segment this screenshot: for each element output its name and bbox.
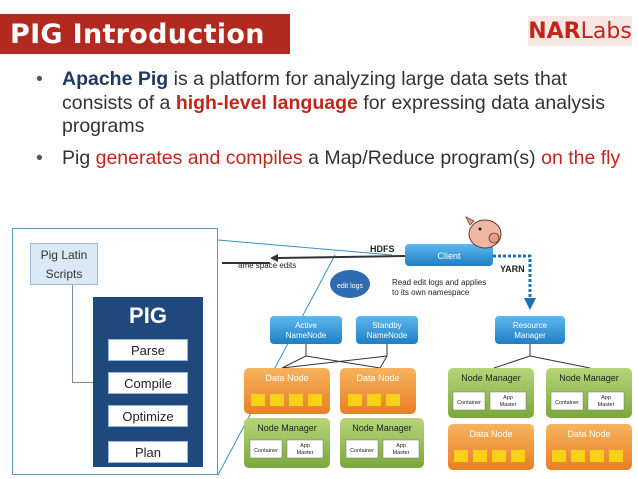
bullet-text: generates and compiles	[95, 146, 303, 169]
resource-manager-label: Manager	[514, 331, 546, 340]
link-line	[217, 239, 393, 256]
edit-logs-label: edit logs	[337, 283, 364, 290]
data-node-label: Data Node	[356, 373, 399, 383]
step-compile: Compile	[108, 372, 188, 394]
app-master-box	[587, 391, 625, 411]
bullet-text: a Map/Reduce program(s)	[302, 146, 542, 169]
pig-latin-label: Pig Latin	[40, 248, 88, 262]
block-icon	[289, 394, 303, 406]
block-icon	[386, 394, 400, 406]
block-icon	[367, 394, 381, 406]
bullet-item: Apache Pig is a platform for analyzing l…	[36, 68, 636, 139]
container-label: Container	[254, 448, 278, 454]
app-master-box	[286, 439, 324, 459]
container-label: Container	[457, 400, 481, 406]
connector-line	[72, 285, 94, 383]
left-node-stack-2: Data Node Node Manager Container App Mas…	[340, 368, 424, 468]
arrow-head	[524, 298, 536, 310]
app-master-box	[382, 439, 420, 459]
app-master-box	[489, 391, 527, 411]
bullet-text: is a platform for analyzing large data s…	[62, 68, 568, 114]
app-master-label: Master	[500, 402, 517, 408]
node-manager-label: Node Manager	[461, 373, 521, 383]
active-namenode-box	[270, 316, 342, 344]
container-label: Container	[350, 448, 374, 454]
app-master-label: App	[300, 443, 310, 449]
link-line	[217, 254, 336, 476]
client-box	[405, 244, 493, 266]
pig-latin-label: Scripts	[45, 267, 83, 281]
active-namenode-label: NameNode	[286, 331, 327, 340]
pig-latin-scripts: Pig Latin Scripts	[30, 243, 98, 285]
standby-namenode-label: Standby	[372, 321, 401, 330]
active-namenode-label: Active	[295, 321, 317, 330]
step-optimize: Optimize	[108, 405, 188, 427]
namenode-links	[281, 344, 388, 369]
name-space-edits-label: ame space edits	[238, 261, 296, 270]
block-icon	[473, 450, 487, 462]
bullet-text: Pig	[62, 146, 96, 169]
data-node-label: Data Node	[265, 373, 308, 383]
pig-title: PIG	[129, 303, 167, 328]
block-icon	[609, 450, 623, 462]
block-icon	[454, 450, 468, 462]
standby-namenode-box	[356, 316, 418, 344]
resource-manager-box	[495, 316, 565, 344]
narlabs-logo: NARLabs	[528, 16, 632, 46]
bullet-text: Apache Pig	[62, 68, 169, 90]
edit-logs-icon	[330, 270, 370, 298]
container-box	[345, 439, 379, 459]
block-icon	[571, 450, 585, 462]
bullet-list: Apache Pig is a platform for analyzing l…	[36, 68, 636, 178]
pig-box: PIG Parse Compile Optimize Plan	[93, 297, 203, 467]
page-title: PIG Introduction	[10, 18, 265, 50]
app-master-label: App	[601, 395, 611, 401]
rm-links	[493, 344, 591, 369]
standby-namenode-label: NameNode	[367, 331, 408, 340]
container-box	[249, 439, 283, 459]
node-manager-label: Node Manager	[352, 423, 412, 433]
right-node-stack-2: Node Manager Container App Master Data N…	[546, 368, 632, 470]
data-node-label: Data Node	[469, 429, 512, 439]
left-node-stack-1: Data Node Node Manager Container App Mas…	[244, 368, 330, 468]
app-master-label: Master	[393, 450, 410, 456]
app-master-label: App	[503, 395, 513, 401]
right-node-stack-1: Node Manager Container App Master Data N…	[448, 368, 534, 470]
node-manager-label: Node Manager	[257, 423, 317, 433]
title-bar: PIG Introduction	[0, 14, 290, 54]
pig-mascot-icon	[465, 216, 502, 249]
bullet-text: high-level language	[175, 91, 358, 114]
container-box	[550, 391, 584, 411]
block-icon	[590, 450, 604, 462]
block-icon	[270, 394, 284, 406]
block-icon	[492, 450, 506, 462]
yarn-path	[493, 254, 532, 300]
data-node-label: Data Node	[567, 429, 610, 439]
block-icon	[348, 394, 362, 406]
block-icon	[308, 394, 322, 406]
client-label: Client	[437, 251, 461, 261]
step-plan: Plan	[108, 441, 188, 463]
container-label: Container	[555, 400, 579, 406]
resource-manager-label: Resource	[513, 321, 548, 330]
hdfs-arrow	[277, 255, 406, 259]
node-manager-label: Node Manager	[559, 373, 619, 383]
hdfs-label: HDFS	[370, 244, 395, 254]
bullet-text: for expressing data analysis programs	[62, 91, 605, 138]
block-icon	[251, 394, 265, 406]
block-icon	[552, 450, 566, 462]
block-icon	[511, 450, 525, 462]
bullet-text: on the fly	[541, 146, 621, 169]
yarn-label: YARN	[500, 264, 525, 274]
app-master-label: Master	[598, 402, 615, 408]
step-parse: Parse	[108, 339, 188, 361]
app-master-label: App	[396, 443, 406, 449]
app-master-label: Master	[297, 450, 314, 456]
bullet-item: Pig generates and compiles a Map/Reduce …	[36, 147, 636, 171]
container-box	[452, 391, 486, 411]
arrow-head	[270, 254, 278, 262]
